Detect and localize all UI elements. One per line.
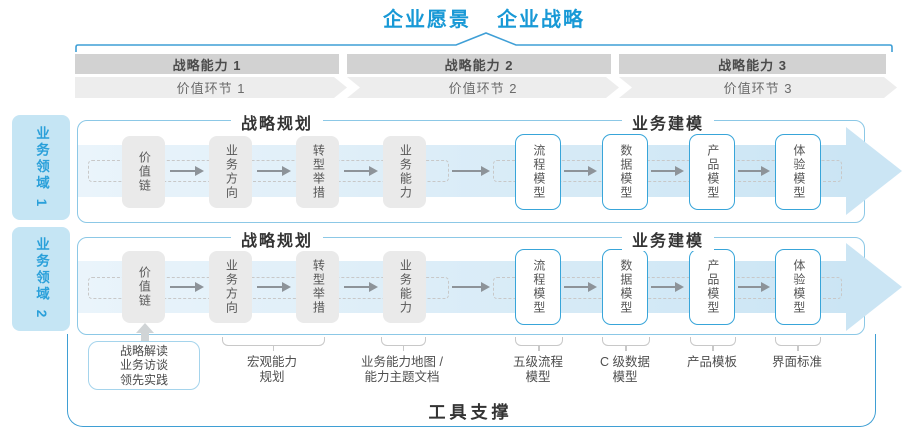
capability-bar-1: 战略能力 1	[75, 54, 339, 74]
up-arrow-shaft	[141, 333, 149, 341]
flow-arrow-icon	[651, 282, 684, 292]
label-process-l5: 五级流程 模型	[478, 355, 598, 385]
label-capability-map-line2: 能力主题文档	[364, 370, 440, 384]
label-capability-map: 业务能力地图 / 能力主题文档	[332, 355, 472, 385]
dashed-track-2a	[88, 277, 449, 299]
domain-label-2-text: 业务领域 2	[34, 237, 49, 321]
flow-arrow-icon	[738, 166, 770, 176]
box-process-model-1: 流程模型	[515, 134, 561, 210]
box-business-capability-1-text: 业务能力	[398, 144, 413, 200]
box-data-model-2-text: 数据模型	[618, 259, 633, 315]
label-ui-standard: 界面标准	[771, 355, 822, 369]
flow-arrow-icon	[257, 166, 291, 176]
flow-arrow-icon	[344, 166, 378, 176]
label-data-c-line2: 模型	[612, 370, 638, 384]
dashed-track-1a	[88, 160, 449, 182]
label-data-c: C 级数据 模型	[565, 355, 685, 385]
box-value-chain-2: 价值链	[122, 251, 165, 323]
practice-line-2: 业务访谈	[119, 358, 168, 373]
brace-product-template	[690, 337, 736, 351]
box-process-model-2-text: 流程模型	[531, 259, 546, 315]
label-process-l5-line2: 模型	[525, 370, 551, 384]
brace-capability-map	[381, 337, 426, 351]
flow-arrow-icon	[564, 282, 597, 292]
box-process-model-1-text: 流程模型	[531, 144, 546, 200]
box-data-model-1: 数据模型	[602, 134, 648, 210]
label-capability-map-line1: 业务能力地图 /	[361, 355, 443, 369]
section-header-modeling-1: 业务建模	[621, 110, 715, 134]
section-header-planning-2: 战略规划	[230, 227, 324, 251]
capability-bar-3: 战略能力 3	[619, 54, 886, 74]
label-macro-capability-line1: 宏观能力	[246, 355, 297, 369]
brace-process-l5	[515, 337, 563, 351]
capability-bar-2: 战略能力 2	[347, 54, 611, 74]
value-chevron-1: 价值环节 1	[75, 77, 347, 98]
label-data-c-line1: C 级数据	[599, 355, 650, 369]
section-header-planning-1: 战略规划	[230, 110, 324, 134]
brace-ui-standard	[775, 337, 821, 351]
flow-arrow-icon	[738, 282, 770, 292]
domain-label-1: 业务领域 1	[12, 115, 70, 220]
flow-arrow-icon	[564, 166, 597, 176]
flow-arrowhead-2	[846, 243, 902, 331]
practice-line-1: 战略解读	[119, 343, 168, 358]
box-product-model-1-text: 产品模型	[705, 144, 720, 200]
domain-label-1-text: 业务领域 1	[34, 125, 49, 210]
flow-arrow-icon	[452, 166, 490, 176]
box-product-model-2: 产品模型	[689, 249, 735, 325]
box-transformation-initiatives-2-text: 转型举措	[311, 259, 326, 315]
flow-arrow-icon	[257, 282, 291, 292]
up-arrow-icon	[136, 323, 154, 333]
box-data-model-1-text: 数据模型	[618, 144, 633, 200]
box-transformation-initiatives-1-text: 转型举措	[311, 144, 326, 200]
box-experience-model-1-text: 体验模型	[791, 144, 806, 200]
strategy-title: 企业战略	[497, 8, 585, 31]
box-product-model-1: 产品模型	[689, 134, 735, 210]
section-header-modeling-2: 业务建模	[621, 227, 715, 251]
flow-arrow-icon	[452, 282, 490, 292]
box-business-capability-1: 业务能力	[383, 136, 426, 208]
flow-arrow-icon	[170, 282, 204, 292]
box-business-direction-2: 业务方向	[209, 251, 252, 323]
box-value-chain-1: 价值链	[122, 136, 165, 208]
box-value-chain-2-text: 价值链	[137, 266, 152, 308]
box-data-model-2: 数据模型	[602, 249, 648, 325]
box-business-direction-2-text: 业务方向	[224, 259, 239, 315]
label-macro-capability-line2: 规划	[259, 370, 285, 384]
flow-arrow-icon	[344, 282, 378, 292]
box-value-chain-1-text: 价值链	[137, 151, 152, 193]
label-product-template: 产品模板	[686, 355, 737, 369]
box-product-model-2-text: 产品模型	[705, 259, 720, 315]
label-macro-capability: 宏观能力 规划	[212, 355, 332, 385]
tools-support-title: 工具支撑	[428, 403, 513, 422]
flow-arrow-icon	[651, 166, 684, 176]
practice-box: 战略解读 业务访谈 领先实践	[88, 341, 200, 390]
value-chevron-2: 价值环节 2	[347, 77, 619, 98]
box-process-model-2: 流程模型	[515, 249, 561, 325]
vision-title: 企业愿景	[383, 8, 471, 31]
label-process-l5-line1: 五级流程	[512, 355, 563, 369]
box-business-direction-1-text: 业务方向	[224, 144, 239, 200]
vision-pointer-line	[75, 32, 893, 52]
value-chevron-3: 价值环节 3	[619, 77, 897, 98]
flow-arrowhead-1	[846, 127, 902, 215]
dashed-track-2b	[493, 277, 842, 299]
dashed-track-1b	[493, 160, 842, 182]
brace-macro-capability	[222, 337, 325, 351]
tools-support-box	[67, 334, 876, 427]
box-business-capability-2-text: 业务能力	[398, 259, 413, 315]
domain-label-2: 业务领域 2	[12, 227, 70, 331]
box-transformation-initiatives-2: 转型举措	[296, 251, 339, 323]
box-business-direction-1: 业务方向	[209, 136, 252, 208]
box-experience-model-2: 体验模型	[775, 249, 821, 325]
flow-arrow-icon	[170, 166, 204, 176]
page-title: 企业愿景 企业战略	[75, 4, 893, 31]
practice-line-3: 领先实践	[119, 372, 168, 387]
box-business-capability-2: 业务能力	[383, 251, 426, 323]
box-transformation-initiatives-1: 转型举措	[296, 136, 339, 208]
box-experience-model-1: 体验模型	[775, 134, 821, 210]
box-experience-model-2-text: 体验模型	[791, 259, 806, 315]
brace-data-c	[602, 337, 650, 351]
